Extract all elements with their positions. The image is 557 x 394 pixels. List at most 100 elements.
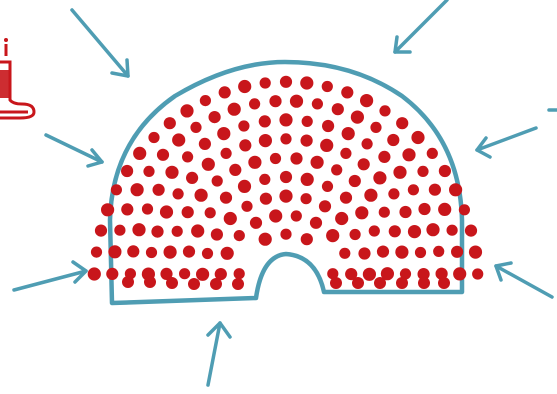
seat-dot — [269, 209, 282, 222]
arrow-top-left — [72, 10, 128, 76]
arrow-low-left — [14, 262, 86, 290]
seat-dot — [195, 189, 208, 202]
seat-dot — [311, 156, 324, 169]
seat-dot — [91, 247, 102, 258]
seat-dot — [389, 225, 401, 237]
seat-dot — [202, 248, 213, 259]
seat-dot — [364, 189, 377, 202]
seat-dot — [396, 277, 408, 289]
seat-dot — [301, 193, 312, 204]
arrow-mid-right — [477, 128, 536, 157]
seat-dot — [144, 276, 156, 288]
seat-dot — [377, 246, 389, 258]
seat-dot — [143, 166, 154, 177]
seat-dot — [238, 80, 251, 93]
seat-dot — [447, 225, 458, 236]
seat-dot — [182, 206, 194, 218]
seat-dot — [209, 111, 221, 123]
seat-dot — [438, 203, 451, 216]
seat-dot — [157, 149, 169, 161]
seat-dot — [418, 277, 430, 289]
seat-dot — [417, 166, 428, 177]
seat-dot — [438, 277, 450, 289]
seat-dot — [190, 122, 201, 133]
seat-dot — [280, 76, 292, 88]
seat-dot — [312, 98, 323, 109]
seat-dot — [205, 207, 216, 218]
seat-dot — [114, 225, 125, 236]
seat-dot — [340, 148, 351, 159]
seat-dot — [229, 164, 241, 176]
seat-dot — [339, 248, 350, 259]
seat-dot — [360, 94, 373, 107]
seat-dot — [290, 152, 302, 164]
seat-dot — [241, 201, 252, 212]
seat-dot — [211, 228, 223, 240]
seat-dot — [164, 117, 176, 129]
seat-dot — [379, 207, 390, 218]
seat-dot — [238, 180, 251, 193]
seat-dot — [379, 105, 390, 116]
seat-dot — [165, 166, 178, 179]
seat-dot — [418, 203, 430, 215]
seat-dot — [260, 193, 272, 205]
seat-dot — [351, 111, 364, 124]
seat-dot — [248, 156, 261, 169]
seat-dot — [433, 246, 444, 257]
seat-dot — [132, 223, 145, 236]
seat-dot — [173, 188, 184, 199]
seat-dot — [166, 277, 178, 289]
seat-dot — [219, 86, 231, 98]
seat-dot — [239, 139, 251, 151]
seat-dot — [340, 192, 352, 204]
seat-dot — [393, 166, 406, 179]
seat-dot — [199, 138, 211, 150]
seat-dot — [301, 233, 313, 245]
seat-dot — [172, 226, 183, 237]
seat-dot — [335, 212, 348, 225]
seat-dot — [402, 148, 415, 161]
seat-dot — [224, 212, 237, 225]
seat-dot — [426, 223, 439, 236]
seat-dot — [300, 76, 313, 89]
seat-dot — [373, 171, 386, 184]
seat-dot — [408, 225, 421, 238]
seat-dot — [322, 81, 333, 92]
seat-dot — [160, 205, 173, 218]
seat-dot — [280, 229, 291, 240]
seat-dot — [234, 268, 245, 279]
seat-dots — [88, 76, 484, 290]
seat-dot — [378, 151, 390, 163]
seat-dot — [358, 247, 370, 259]
seat-dot — [280, 133, 291, 144]
seat-dot — [320, 139, 333, 152]
seat-dot — [449, 183, 462, 196]
seat-dot — [217, 127, 230, 140]
seat-dot — [350, 229, 361, 240]
seat-dot — [106, 268, 118, 280]
seat-dot — [342, 127, 355, 140]
seat-dot — [349, 175, 361, 187]
seat-dot — [331, 164, 342, 175]
arrow-mid-left — [46, 135, 102, 166]
seat-dot — [322, 120, 334, 132]
seat-dot — [291, 210, 302, 221]
seat-dot — [191, 224, 204, 237]
seat-dot — [332, 103, 344, 115]
seat-dot — [279, 190, 292, 203]
seat-dot — [310, 217, 322, 229]
seat-dot — [172, 133, 185, 146]
seat-dot — [459, 204, 470, 215]
arrow-bottom — [208, 323, 230, 385]
seat-dot — [270, 153, 281, 164]
seat-dot — [408, 184, 419, 195]
seat-dot — [196, 268, 209, 281]
seat-dot — [221, 148, 232, 159]
seat-dot — [358, 158, 370, 170]
seat-dot — [151, 226, 163, 238]
seat-dot — [465, 225, 477, 237]
seat-dot — [280, 171, 292, 183]
seat-dot — [122, 276, 134, 288]
